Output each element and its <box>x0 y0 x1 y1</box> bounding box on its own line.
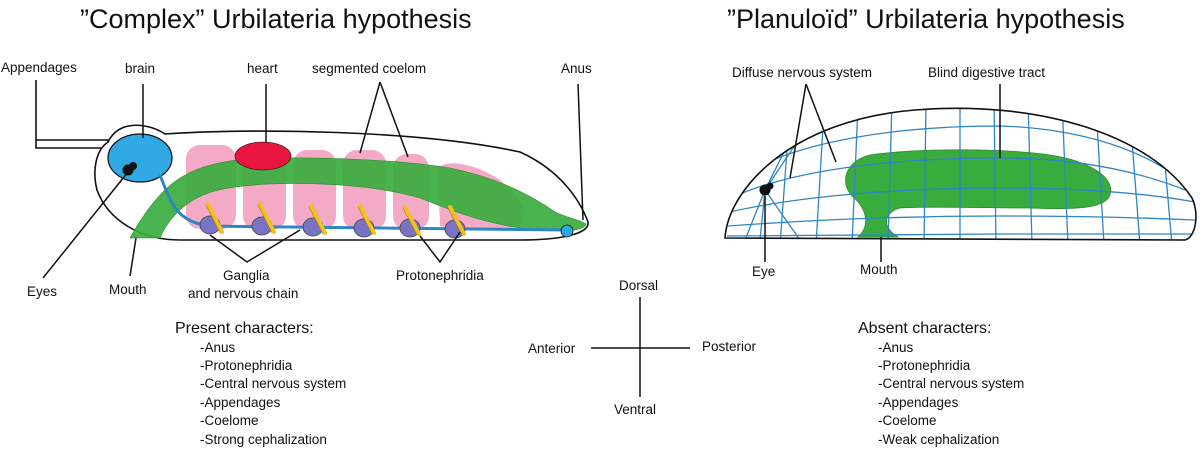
label-anus: Anus <box>561 61 592 76</box>
left-pointer-lines <box>42 81 584 279</box>
right-pointer-lines <box>764 83 1001 262</box>
character-item: -Weak cephalization <box>878 432 999 447</box>
planula-body-outline <box>724 107 1197 241</box>
eye <box>129 162 137 170</box>
nerve-chain-end <box>560 224 574 238</box>
planuloid-title: ”Planuloïd” Urbilateria hypothesis <box>727 4 1125 34</box>
character-item: -Anus <box>878 340 914 355</box>
label-protonephridia: Protonephridia <box>396 268 484 283</box>
character-item: -Strong cephalization <box>200 432 327 447</box>
character-item: -Appendages <box>200 395 281 410</box>
nerve-connective <box>158 174 201 226</box>
nerve-line <box>993 108 997 240</box>
eye <box>766 182 774 190</box>
label-segmented-coelom: segmented coelom <box>312 61 426 76</box>
label-diffuse-nervous-system: Diffuse nervous system <box>732 65 872 80</box>
label-eyes: Eyes <box>27 284 57 299</box>
protonephridium-edge <box>308 206 324 235</box>
label-brain: brain <box>125 61 155 76</box>
nerve-line <box>734 157 1186 197</box>
character-item: -Anus <box>200 340 236 355</box>
pointer-coelom-b <box>379 81 409 158</box>
label-blind-digestive-tract: Blind digestive tract <box>928 65 1045 80</box>
heart <box>234 141 292 171</box>
nerve-line <box>726 233 1195 237</box>
protonephridia-segment <box>358 204 376 235</box>
pointer-protonephridia <box>419 231 461 264</box>
nerve-line <box>815 109 825 240</box>
complex-urbilateria-figure <box>35 80 589 241</box>
pointer-ganglia <box>209 229 301 263</box>
nerve-line <box>759 189 766 240</box>
label-mouth: Mouth <box>860 262 898 277</box>
pointer-mouth <box>129 237 137 277</box>
label-anterior: Anterior <box>528 341 576 356</box>
label-eye: Eye <box>752 264 775 279</box>
protonephridium <box>258 202 276 234</box>
label-dorsal: Dorsal <box>619 278 658 293</box>
character-item: -Coelome <box>200 413 259 428</box>
present-characters: Present characters: -Anus -Protonephridi… <box>175 320 346 447</box>
appendage <box>35 80 109 149</box>
nerve-line <box>739 125 1171 177</box>
pointer-eyes <box>42 171 129 279</box>
protonephridium-edge <box>257 204 273 234</box>
absent-characters: Absent characters: -Anus -Protonephridia… <box>858 320 1024 447</box>
nerve-line <box>729 187 1196 213</box>
protonephridium <box>206 202 224 234</box>
absent-characters-title: Absent characters: <box>858 320 991 337</box>
protonephridium-edge <box>447 207 463 236</box>
label-nervous-chain: and nervous chain <box>188 286 298 301</box>
blind-digestive-tract <box>845 149 1112 238</box>
character-item: -Protonephridia <box>200 358 293 373</box>
orientation-axes: Dorsal Ventral Anterior Posterior <box>528 278 757 417</box>
protonephridium <box>309 204 327 235</box>
nerve-line <box>851 108 859 240</box>
nerve-line <box>887 108 893 240</box>
label-heart: heart <box>247 61 278 76</box>
nerve-line <box>1061 108 1069 240</box>
nerve-line <box>1027 108 1033 240</box>
pointer-nervous-b <box>805 83 837 163</box>
label-mouth: Mouth <box>109 282 147 297</box>
pointer-coelom-a <box>359 81 381 154</box>
protonephridia-outlines <box>205 204 463 236</box>
complex-title: ”Complex” Urbilateria hypothesis <box>80 4 472 34</box>
character-item: -Protonephridia <box>878 358 971 373</box>
character-item: -Coelome <box>878 413 937 428</box>
planuloid-urbilateria-figure <box>724 107 1197 241</box>
pointer-anus <box>577 83 584 221</box>
protonephridia <box>206 202 466 236</box>
protonephridium-edge <box>402 207 418 236</box>
nerve-line <box>764 189 801 240</box>
character-item: -Central nervous system <box>200 376 346 391</box>
protonephridium-edge <box>357 206 373 235</box>
character-item: -Central nervous system <box>878 376 1024 391</box>
character-item: -Appendages <box>878 395 959 410</box>
present-characters-title: Present characters: <box>175 320 314 337</box>
label-ventral: Ventral <box>614 402 656 417</box>
nerve-line <box>727 215 1196 227</box>
brain <box>107 133 173 183</box>
pointer-nervous-a <box>789 83 807 179</box>
nerve-line <box>744 189 766 240</box>
label-ganglia: Ganglia <box>223 268 270 283</box>
protonephridium-edge <box>205 204 221 234</box>
nerve-line <box>923 108 927 240</box>
label-posterior: Posterior <box>702 339 757 354</box>
protonephridium <box>403 205 421 236</box>
protonephridium <box>448 205 466 236</box>
label-appendages: Appendages <box>1 60 77 75</box>
